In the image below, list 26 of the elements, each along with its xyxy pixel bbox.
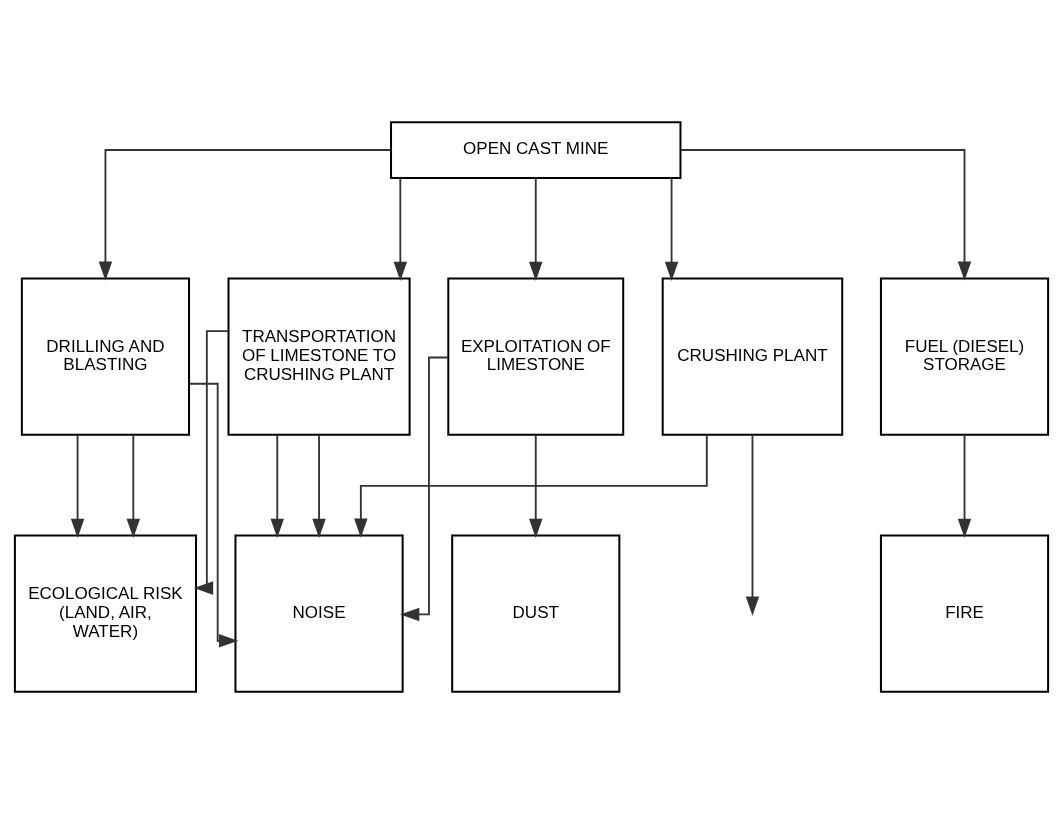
arrow <box>529 434 543 538</box>
arrow <box>193 330 230 595</box>
arrow <box>745 434 760 616</box>
arrow <box>312 434 326 538</box>
arrow <box>188 382 239 648</box>
node-box: DUST <box>451 534 621 693</box>
node-box: NOISE <box>234 534 404 693</box>
arrow <box>680 149 972 281</box>
node-box: FUEL (DIESEL) STORAGE <box>879 277 1050 436</box>
arrow <box>126 434 141 538</box>
arrow <box>529 177 543 281</box>
arrow <box>354 434 708 538</box>
arrow <box>98 149 392 281</box>
node-box: FIRE <box>879 534 1050 693</box>
arrow <box>957 434 972 538</box>
arrow <box>664 177 679 281</box>
arrow <box>270 434 284 538</box>
node-box: DRILLING AND BLASTING <box>20 277 191 436</box>
node-box: TRANSPORTATION OF LIMESTONE TO CRUSHING PLANT <box>227 277 411 436</box>
arrow <box>393 177 408 281</box>
node-box: EXPLOITATION OF LIMESTONE <box>447 277 625 436</box>
node-box: ECOLOGICAL RISK (LAND, AIR, WATER) <box>13 534 197 693</box>
arrow <box>70 434 85 538</box>
node-box: OPEN CAST MINE <box>390 121 682 179</box>
arrow <box>400 356 449 622</box>
node-box: CRUSHING PLANT <box>661 277 844 436</box>
